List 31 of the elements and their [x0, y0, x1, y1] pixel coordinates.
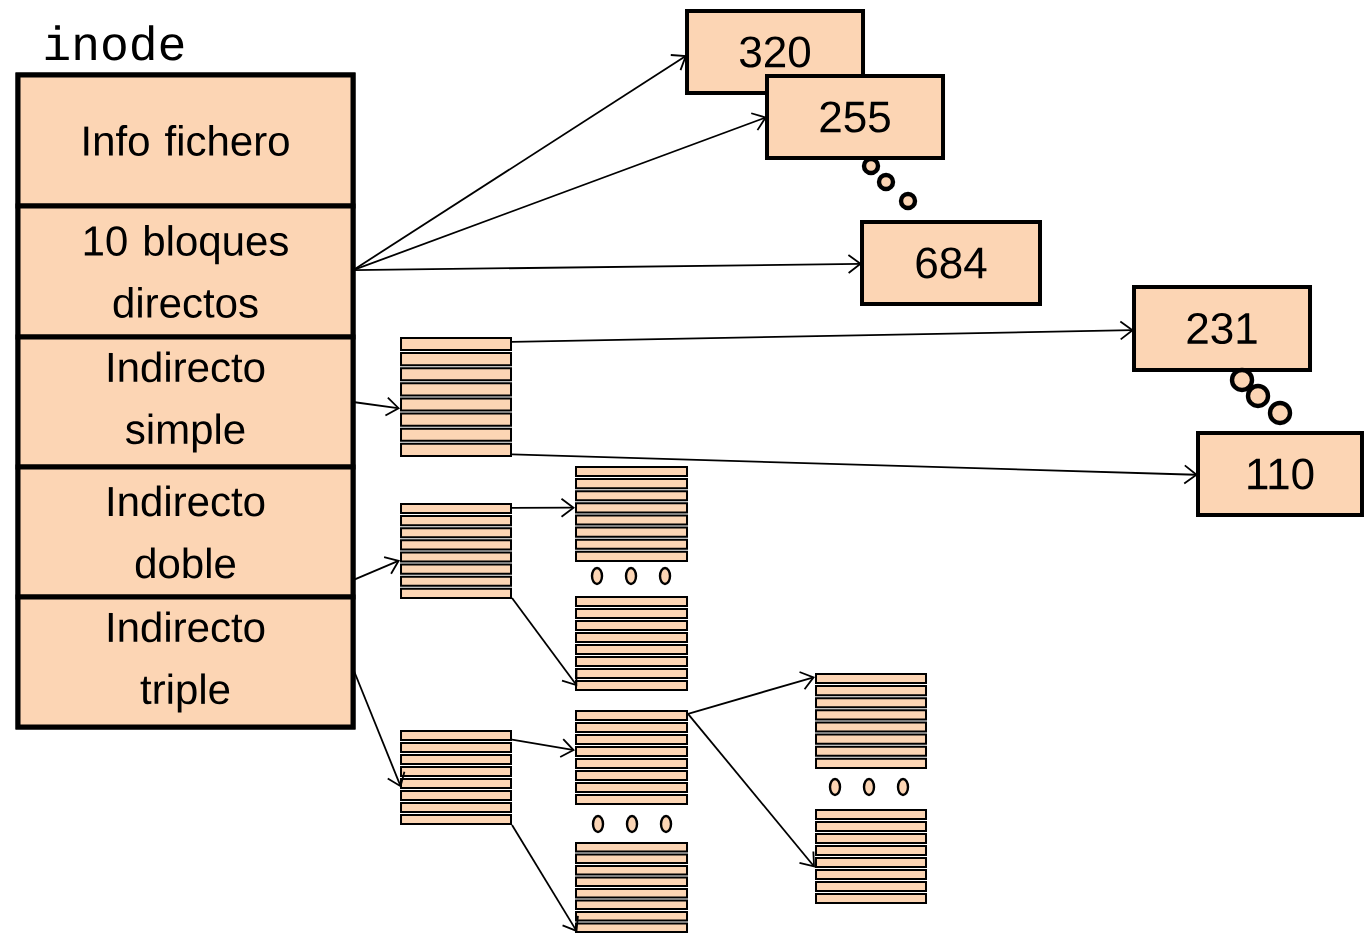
- index-block: [575, 466, 688, 562]
- arrow: [687, 712, 815, 868]
- data-block: 110: [1196, 431, 1364, 517]
- node-label: inode: [45, 25, 184, 61]
- arrow: [352, 556, 400, 581]
- data-block: 684: [860, 220, 1042, 306]
- arrow: [511, 738, 575, 758]
- arrow: [511, 453, 1198, 485]
- inode-field: Indirecto simple: [15, 334, 356, 470]
- index-block: [815, 809, 927, 904]
- inode-field: Indirecto doble: [15, 464, 356, 600]
- data-block: 231: [1132, 285, 1312, 372]
- index-block: [400, 503, 512, 599]
- arrow: [352, 254, 862, 274]
- inode-field: 10 bloques directos: [15, 203, 356, 340]
- arrow: [511, 320, 1134, 343]
- index-block: [400, 337, 512, 457]
- arrow: [352, 396, 400, 417]
- arrow: [511, 497, 575, 518]
- index-block: [400, 730, 512, 825]
- index-block: [815, 673, 927, 769]
- data-block: 255: [765, 74, 945, 160]
- arrow: [511, 597, 578, 687]
- index-block: [575, 596, 688, 691]
- arrow: [511, 824, 579, 933]
- index-block: [575, 842, 688, 933]
- inode-field: Info fichero: [15, 72, 356, 209]
- inode-field: Indirecto triple: [15, 594, 356, 730]
- arrow: [352, 54, 687, 272]
- arrow: [687, 671, 815, 715]
- index-block: [575, 710, 688, 805]
